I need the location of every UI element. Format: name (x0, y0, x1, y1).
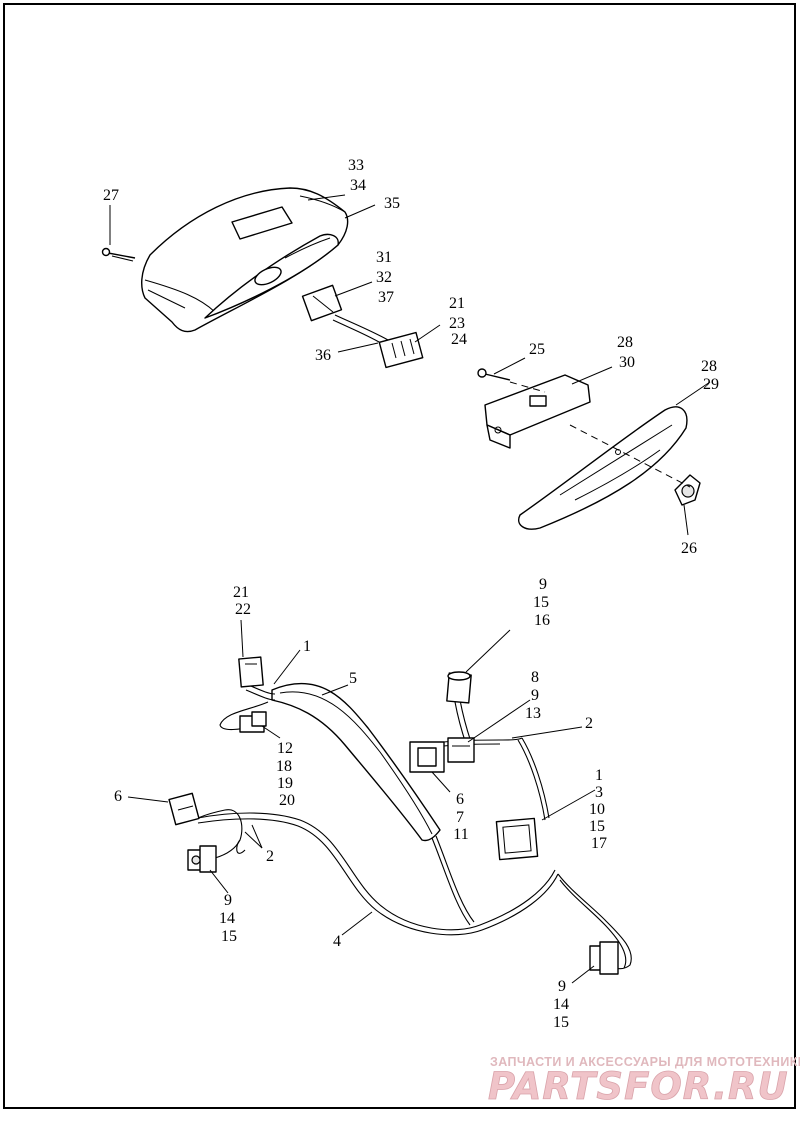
callout-21-23-24: 21 23 24 (449, 295, 469, 348)
callout-2-right: 2 (585, 715, 593, 732)
callout-6-7-11: 6 7 11 (453, 791, 468, 843)
watermark-subtitle: ЗАПЧАСТИ И АКСЕССУАРЫ ДЛЯ МОТОТЕХНИКИ (490, 1055, 800, 1069)
mounting-bracket (484, 374, 591, 449)
callout-9-15-16: 9 15 16 (533, 576, 553, 629)
callout-4: 4 (333, 933, 341, 950)
connector-12 (239, 711, 267, 733)
callout-21-22: 21 22 (233, 584, 253, 618)
connector-6-7-11 (409, 741, 445, 773)
callout-8-9-13: 8 9 13 (525, 669, 543, 722)
callout-35: 35 (384, 195, 400, 212)
callout-27: 27 (103, 187, 119, 204)
callout-9-14-15-left: 9 14 15 (219, 892, 239, 945)
lamp-lens-cover (518, 406, 688, 530)
tail-lamp-housing (141, 187, 349, 333)
connector-8-9-13 (447, 737, 475, 763)
module-1-3-10 (495, 817, 539, 861)
callout-33-34: 33 34 (348, 157, 368, 194)
callout-2-left: 2 (266, 848, 274, 865)
callout-28-30: 28 30 (617, 334, 637, 371)
connector-9-15-16 (446, 671, 472, 704)
callout-25: 25 (529, 341, 545, 358)
callout-1-3-10-15-17: 1 3 10 15 17 (589, 767, 609, 852)
lens-bulb-socket (674, 474, 701, 506)
lamp-plug-connector (301, 284, 389, 347)
diagram-border (3, 3, 796, 1109)
connector-9-14-15-right (589, 941, 619, 975)
connector-6-left (168, 792, 200, 826)
callout-1-top: 1 (303, 638, 311, 655)
lamp-harness-plug (378, 331, 424, 369)
connector-9-14-15-left (187, 845, 217, 873)
leader-lines (109, 194, 711, 984)
bracket-screw (477, 368, 511, 381)
callout-36: 36 (315, 347, 331, 364)
callout-28-29: 28 29 (701, 358, 721, 393)
callout-6-left: 6 (114, 788, 122, 805)
callout-12-18-19-20: 12 18 19 20 (276, 740, 297, 809)
callout-26: 26 (681, 540, 697, 557)
assembly-line (509, 381, 691, 488)
callout-31-32-37: 31 32 37 (376, 249, 396, 306)
watermark-brand: PARTSFOR.RU (488, 1065, 789, 1108)
housing-screw (101, 247, 136, 262)
connector-21-22 (238, 656, 264, 688)
callout-5: 5 (349, 670, 357, 687)
callout-9-14-15-right: 9 14 15 (553, 978, 573, 1031)
